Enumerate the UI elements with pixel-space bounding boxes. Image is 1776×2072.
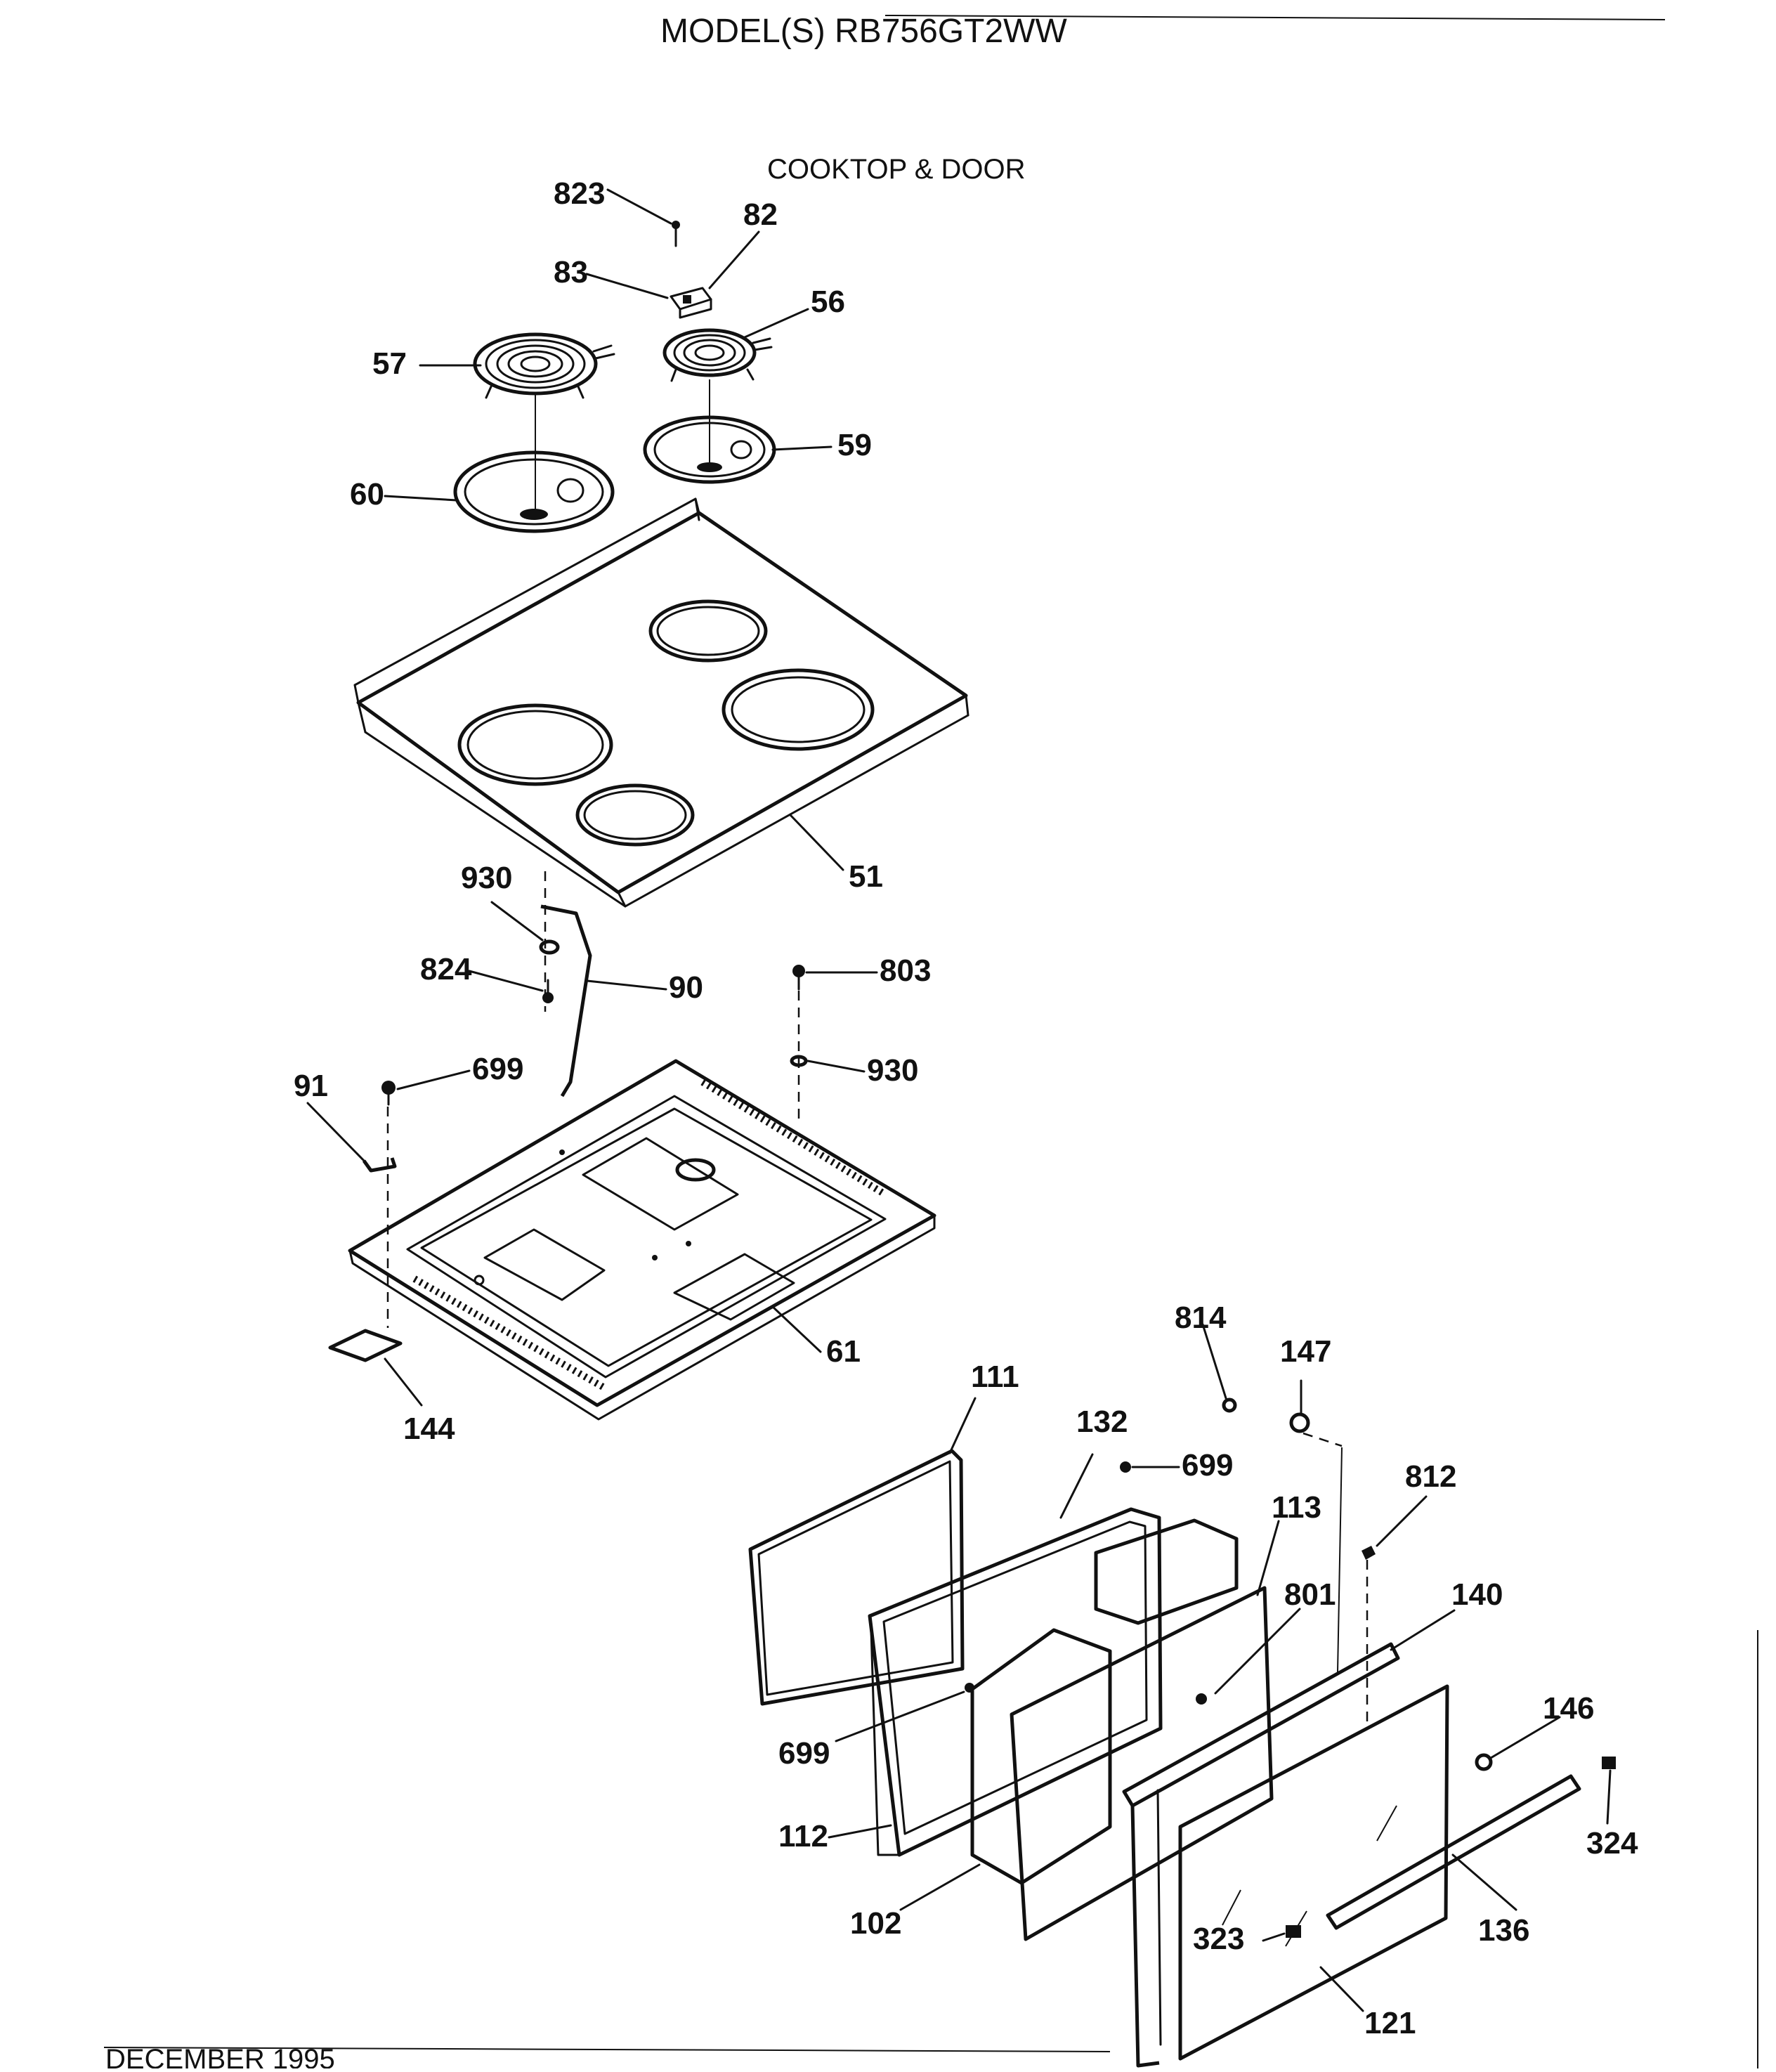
door-handle-136 <box>1286 1757 1616 1938</box>
callout-699-top: 699 <box>472 1052 523 1086</box>
callout-812: 812 <box>1405 1459 1456 1494</box>
callout-144: 144 <box>403 1412 455 1446</box>
callout-91: 91 <box>294 1069 328 1103</box>
callout-146: 146 <box>1543 1691 1594 1726</box>
model-title: MODEL(S) RB756GT2WW <box>660 13 1067 50</box>
callout-60: 60 <box>350 477 384 512</box>
burner-box <box>348 1059 936 1421</box>
plate-144 <box>328 1329 403 1362</box>
drip-pan-8in <box>453 395 615 533</box>
drip-pan-6in <box>643 379 776 484</box>
callout-140: 140 <box>1451 1577 1503 1612</box>
washer-left <box>539 939 560 955</box>
surface-unit-6in <box>662 328 773 382</box>
callout-labels: 823 82 83 56 57 59 60 51 930 824 90 803 … <box>294 176 1638 2040</box>
door-hardware <box>965 1397 1493 1771</box>
screw-right <box>792 965 805 991</box>
leader-lines <box>306 188 1612 2012</box>
callout-930-left: 930 <box>461 861 512 895</box>
callout-83: 83 <box>554 255 588 289</box>
terminal-block <box>670 287 712 319</box>
callout-324: 324 <box>1586 1826 1638 1861</box>
bracket-91 <box>362 1157 397 1173</box>
callout-90: 90 <box>669 970 703 1005</box>
footer-date: DECEMBER 1995 <box>105 2044 335 2068</box>
callout-814: 814 <box>1175 1301 1227 1335</box>
support-rod <box>540 904 592 1097</box>
callout-59: 59 <box>837 428 872 462</box>
cooktop-panel <box>353 497 969 908</box>
callout-51: 51 <box>849 859 883 894</box>
callout-111: 111 <box>971 1360 1019 1394</box>
screw-699-upper <box>381 1081 396 1106</box>
door-insulation-102 <box>970 1518 1239 1885</box>
callout-112: 112 <box>778 1819 828 1853</box>
callout-803: 803 <box>880 953 931 988</box>
mounting-screw <box>672 221 680 247</box>
callout-823: 823 <box>554 176 605 211</box>
callout-56: 56 <box>811 285 845 319</box>
callout-113: 113 <box>1272 1490 1321 1525</box>
callout-82: 82 <box>743 197 778 232</box>
callout-102: 102 <box>850 1906 901 1941</box>
callout-57: 57 <box>372 346 407 381</box>
footer-rule <box>103 2047 1111 2052</box>
door-gasket-111 <box>748 1449 965 1706</box>
section-title: COOKTOP & DOOR <box>767 154 1025 185</box>
callout-121: 121 <box>1364 2006 1416 2040</box>
callout-147: 147 <box>1280 1334 1331 1369</box>
callout-132: 132 <box>1076 1405 1128 1439</box>
door-glass-panel-121 <box>1178 1684 1449 2061</box>
callout-824: 824 <box>420 952 472 986</box>
callout-930-right: 930 <box>867 1053 918 1088</box>
callout-801: 801 <box>1284 1577 1336 1612</box>
callout-699-low: 699 <box>778 1736 830 1771</box>
callout-136: 136 <box>1478 1913 1529 1948</box>
door-frame-140 <box>1122 1642 1400 2068</box>
screw-left <box>542 979 554 1003</box>
callout-699-mid: 699 <box>1182 1448 1233 1483</box>
door-liner-132 <box>868 1507 1163 1857</box>
header-rule <box>884 15 1666 20</box>
callout-323: 323 <box>1193 1922 1244 1956</box>
door-inner-panel-113 <box>1010 1586 1274 1941</box>
callout-61: 61 <box>826 1334 861 1369</box>
surface-unit-8in <box>473 332 615 399</box>
